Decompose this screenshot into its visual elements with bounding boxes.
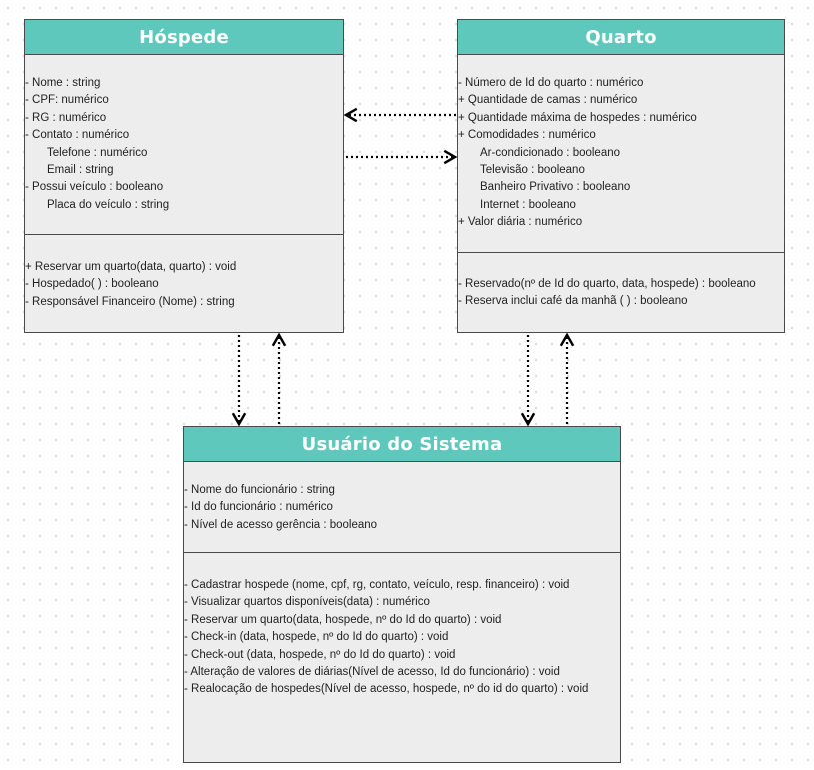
class-usuario-title: Usuário do Sistema	[184, 427, 620, 462]
class-quarto-divider	[458, 252, 784, 253]
class-attribute: - Nome do funcionário : string	[184, 484, 335, 496]
class-hospede[interactable]: Hóspede - Nome : string- CPF: numérico- …	[24, 19, 344, 333]
class-usuario-attributes: - Nome do funcionário : string - Id do fu…	[184, 482, 620, 534]
class-attribute: Televisão : booleano	[480, 164, 585, 177]
class-hospede-attributes: - Nome : string - CPF: numérico - RG : num…	[25, 75, 343, 214]
class-method: - Hospedado( ) : booleano	[25, 278, 159, 291]
class-quarto-methods: - Reservado(nº de Id do quarto, data, ho…	[458, 276, 784, 311]
class-usuario-do-sistema[interactable]: Usuário do Sistema - Nome do funcionário…	[183, 426, 621, 763]
class-method: - Alteração de valores de diárias(Nível …	[184, 666, 560, 679]
class-method: - Reservar um quarto(data, hospede, nº d…	[184, 613, 502, 626]
class-attribute: Internet : booleano	[480, 198, 576, 211]
class-attribute: - Contato : numérico	[25, 129, 130, 142]
class-method: - Check-out (data, hospede, nº do Id do …	[184, 648, 456, 661]
class-attribute: - Número de Id do quarto : numérico	[458, 77, 644, 89]
class-attribute: + Valor diária : numérico	[458, 216, 583, 229]
class-attribute: + Quantidade de camas : numérico	[458, 94, 638, 107]
class-method: - Responsável Financeiro (Nome) : string	[25, 295, 235, 308]
class-method: - Reservado(nº de Id do quarto, data, ho…	[458, 278, 756, 290]
class-quarto[interactable]: Quarto - Número de Id do quarto : numéri…	[457, 19, 785, 333]
class-method: - Visualizar quartos disponíveis(data) :…	[184, 596, 430, 609]
class-quarto-attributes: - Número de Id do quarto : numérico + Qua…	[458, 75, 784, 232]
class-method: - Reserva inclui café da manhã ( ) : boo…	[458, 295, 688, 308]
class-usuario-methods: - Cadastrar hospede (nome, cpf, rg, cont…	[184, 577, 620, 699]
class-attribute: Telefone : numérico	[47, 146, 148, 159]
class-hospede-title: Hóspede	[25, 20, 343, 55]
class-usuario-divider	[184, 552, 620, 553]
class-method: - Check-in (data, hospede, nº do Id do q…	[184, 631, 449, 644]
class-attribute: Banheiro Privativo : booleano	[480, 181, 631, 194]
class-attribute: - RG : numérico	[25, 111, 107, 124]
class-attribute: + Comodidades : numérico	[458, 129, 596, 142]
class-attribute: - Nível de acesso gerência : booleano	[184, 518, 378, 531]
class-method: - Cadastrar hospede (nome, cpf, rg, cont…	[184, 579, 570, 591]
class-attribute: + Quantidade máxima de hospedes : numéri…	[458, 111, 697, 124]
class-attribute: - Id do funcionário : numérico	[184, 501, 333, 514]
class-quarto-title: Quarto	[458, 20, 784, 55]
class-attribute: Email : string	[47, 164, 114, 177]
class-attribute: - Nome : string	[25, 77, 101, 89]
class-method: + Reservar um quarto(data, quarto) : voi…	[25, 261, 237, 273]
class-hospede-divider	[25, 234, 343, 235]
class-attribute: Placa do veículo : string	[47, 198, 170, 211]
class-hospede-methods: + Reservar um quarto(data, quarto) : voi…	[25, 259, 343, 311]
class-attribute: - CPF: numérico	[25, 94, 109, 107]
class-method: - Realocação de hospedes(Nível de acesso…	[184, 683, 589, 696]
class-attribute: Ar-condicionado : booleano	[480, 146, 621, 159]
class-attribute: - Possui veículo : booleano	[25, 181, 164, 194]
